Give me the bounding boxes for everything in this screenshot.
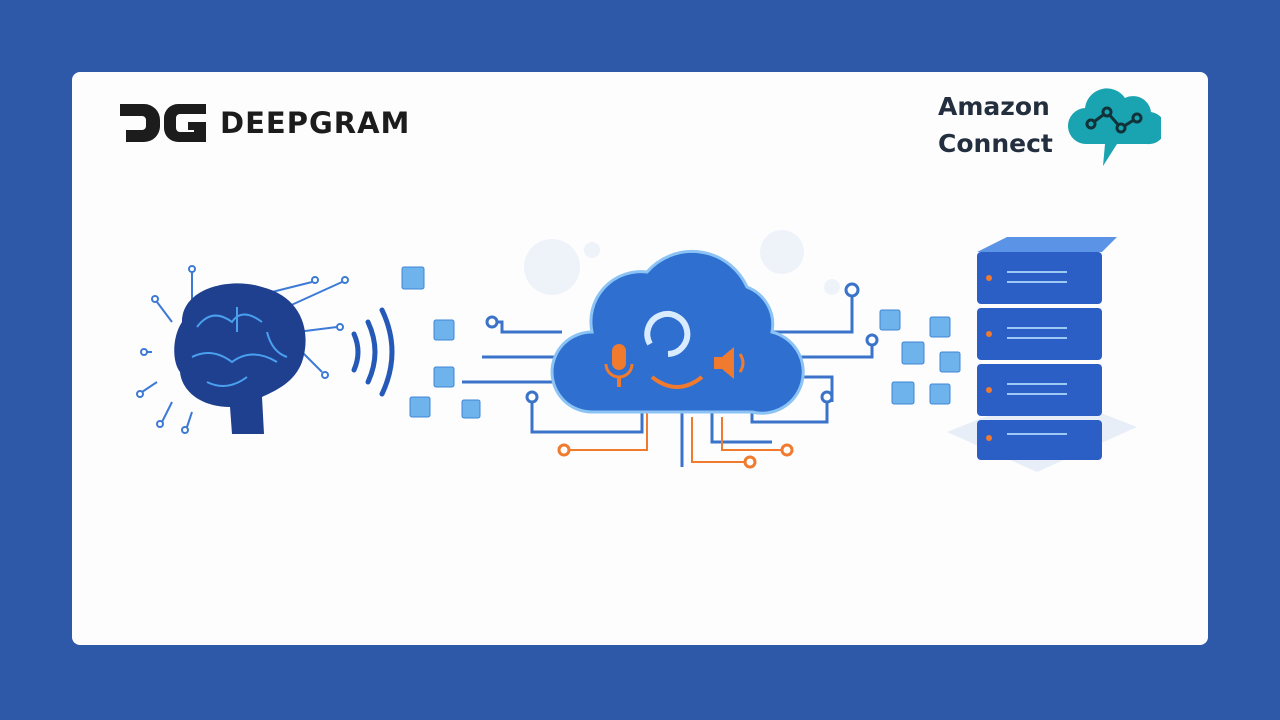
amazon-connect-line2: Connect bbox=[938, 129, 1053, 158]
ai-brain-icon bbox=[136, 265, 349, 434]
amazon-connect-logo: Amazon Connect bbox=[938, 84, 1161, 166]
integration-illustration bbox=[136, 230, 1137, 472]
amazon-connect-line1: Amazon bbox=[938, 92, 1050, 121]
deepgram-logo: DEEPGRAM bbox=[120, 104, 410, 142]
circuit-lines bbox=[462, 292, 874, 467]
circuit-nodes bbox=[485, 282, 879, 469]
microphone-icon bbox=[604, 344, 634, 387]
sync-icon bbox=[644, 311, 691, 357]
amazon-connect-cloud-icon bbox=[1067, 88, 1161, 166]
speaker-icon bbox=[714, 347, 745, 379]
voice-cloud-icon bbox=[550, 249, 805, 415]
deepgram-mark-icon bbox=[120, 104, 206, 142]
refresh-arrow-icon bbox=[650, 375, 704, 389]
background-bubbles bbox=[524, 230, 840, 295]
sound-waves-icon bbox=[351, 307, 395, 397]
data-cubes bbox=[401, 266, 961, 419]
deepgram-wordmark: DEEPGRAM bbox=[220, 106, 411, 140]
banner-card: DEEPGRAM Amazon Connect bbox=[72, 72, 1208, 645]
server-rack-icon bbox=[947, 237, 1137, 472]
